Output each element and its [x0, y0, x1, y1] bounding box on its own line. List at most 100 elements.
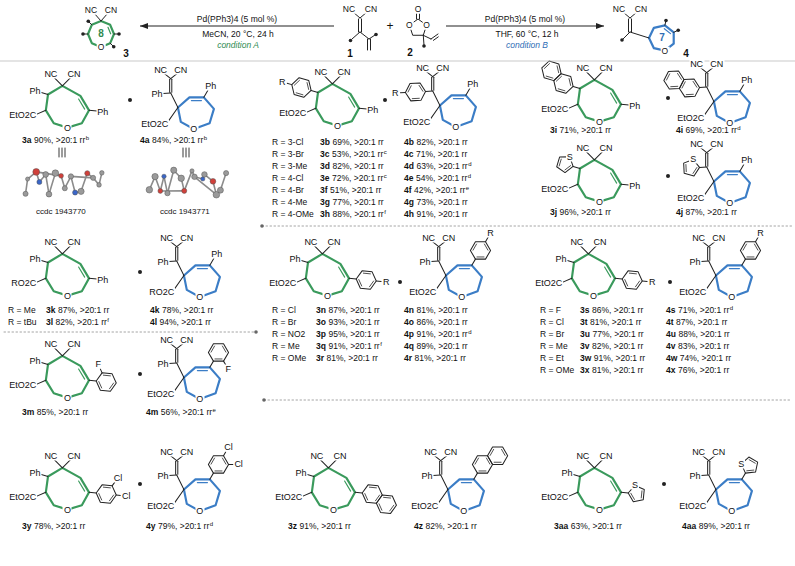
atom-label: O: [725, 199, 734, 208]
double-bond-line: [565, 166, 571, 170]
footnote-mark: f: [384, 209, 386, 215]
double-bond-line: [569, 79, 571, 86]
bond-line: [168, 107, 178, 121]
bond-line: [568, 184, 578, 188]
crystal-atom: [158, 189, 163, 194]
atom-label: CN: [332, 452, 347, 461]
benzene-ring: [362, 485, 382, 503]
substituent-dot: [117, 32, 121, 36]
compound-number: 4s: [666, 306, 675, 315]
yield-ratio: 86%, >20:1 rr: [416, 318, 467, 327]
atom-label: CN: [179, 336, 194, 345]
atom-label: O: [727, 293, 736, 302]
bond-line: [756, 237, 759, 241]
compound-number: 4aa: [682, 522, 696, 531]
atom-label: O: [63, 123, 72, 132]
compound-number: 4x: [666, 366, 675, 375]
footnote-mark: d: [468, 173, 471, 179]
eight-ring-structure: [36, 459, 121, 509]
footnote-mark: d: [730, 305, 733, 311]
pair-bullet: [398, 280, 402, 284]
atom-label: R: [382, 278, 391, 287]
seven-ring-structure: [433, 447, 508, 511]
atom-label: NC: [689, 60, 704, 69]
bond-line: [742, 473, 746, 479]
bond-line: [706, 275, 716, 289]
bond-line: [369, 35, 375, 39]
crystal-atom: [217, 187, 223, 193]
yield-ratio: 89%, >20:1 rr: [416, 342, 467, 351]
double-bond-line: [743, 244, 747, 250]
atom-label: RO2C: [10, 278, 37, 287]
substituent-dot: [422, 44, 426, 48]
footnote-mark: d: [210, 521, 213, 527]
substituent-dot: [254, 330, 258, 334]
benzene-ring: [96, 485, 116, 503]
yield-ratio: 91%, >20:1 rr: [594, 354, 645, 363]
compound-number: 4: [683, 49, 689, 59]
atom-label: S: [737, 459, 745, 468]
crystal-atom: [171, 167, 177, 173]
bond-line: [568, 492, 578, 496]
bond-line: [210, 361, 214, 367]
eight-ring-structure: [568, 459, 645, 509]
yield-ratio: 93%, >20:1 rr: [328, 318, 379, 327]
double-bond-line: [625, 280, 628, 286]
atom-label: O: [323, 291, 332, 300]
bond-line: [287, 83, 292, 84]
crystal-atom: [26, 177, 30, 181]
yield-ratio: 77%, >20:1 rr: [592, 330, 643, 339]
crystal-atom: [190, 169, 194, 173]
bond-line: [302, 492, 312, 496]
substituent-dot: [260, 224, 264, 228]
atom-label: Ph: [96, 275, 109, 284]
compound-number: 3i: [550, 126, 557, 135]
atom-label: NC: [303, 238, 318, 247]
yield-ratio: 74%, >20:1 rr: [680, 354, 731, 363]
double-bond-line: [629, 273, 636, 275]
atom-label: EtO2C: [8, 380, 37, 389]
compound-number: 3l: [46, 318, 53, 327]
bond-line: [486, 237, 489, 241]
atom-label: CN: [66, 70, 81, 79]
yield-ratio: 53%, >20:1 rr: [332, 150, 383, 159]
bond-line: [472, 259, 476, 265]
bond-line: [423, 35, 425, 45]
substituent-dot: [349, 39, 353, 43]
crystal-atom: [202, 172, 208, 178]
bond-line: [306, 474, 314, 476]
crystal-atom: [46, 191, 52, 197]
crystal-bond: [194, 177, 216, 195]
atom-label: O: [422, 21, 431, 30]
bond-line: [707, 461, 708, 474]
compound-number: 4i: [676, 126, 683, 135]
double-bond-line: [294, 80, 299, 85]
bond-line: [704, 181, 714, 195]
atom-label: Ph: [419, 257, 432, 266]
atom-label: NC: [689, 140, 704, 149]
double-bond-line: [729, 482, 739, 483]
compound-number: 4q: [404, 342, 414, 351]
reaction-arrow: [446, 25, 604, 26]
double-bond-line: [99, 382, 102, 388]
atom-label: EtO2C: [676, 114, 705, 123]
atom-label: EtO2C: [540, 492, 569, 501]
atom-label: CN: [66, 452, 81, 461]
eight-ring-structure: [557, 151, 629, 201]
seven-ring-structure: [169, 452, 233, 511]
crystal-bond: [160, 190, 184, 192]
double-bond-line: [693, 81, 697, 87]
substituent-entry: R = Br: [272, 318, 296, 327]
substituent-entry: R = F: [540, 306, 561, 315]
atom-label: CN: [709, 140, 724, 149]
substituent-dot: [262, 398, 266, 402]
compound-number: 3x: [580, 366, 589, 375]
atom-label: CN: [634, 5, 648, 14]
seven-ring-structure: [431, 237, 491, 297]
benzene-ring: [376, 495, 396, 513]
yield-ratio: 71%, >20:1 rr: [560, 126, 611, 135]
yield-ratio: 69%, >20:1 rr: [686, 126, 737, 135]
atom-label: Ph: [96, 107, 109, 116]
atom-label: CN: [598, 64, 613, 73]
footnote-mark: d: [468, 161, 471, 167]
